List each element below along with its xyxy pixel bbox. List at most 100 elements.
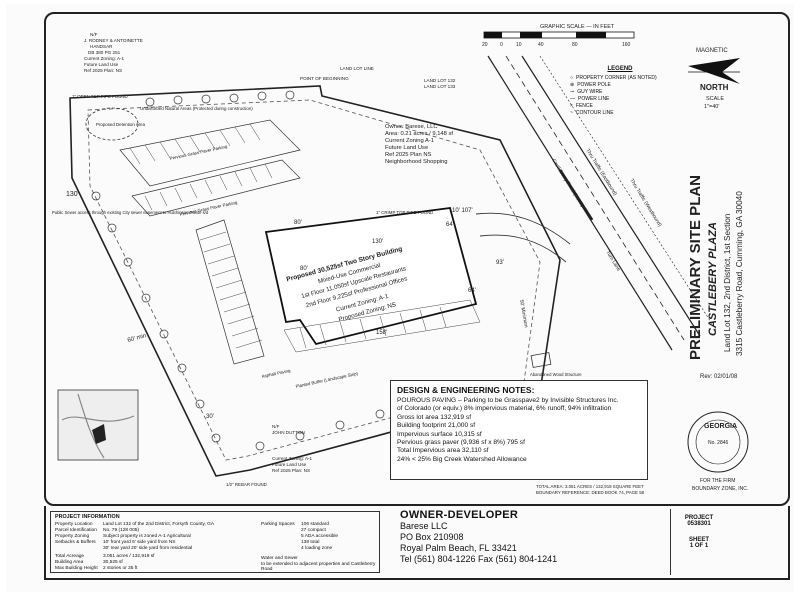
design-note-line: Impervious surface 10,315 sf [397,430,482,438]
project-info-value: 10' front yard 6' side yard from NS [103,540,176,545]
pin-open-label: 1" OPEN TOP PIPE FOUND [72,94,128,99]
project-info-value: to be extended to adjacent properties an… [261,562,376,572]
abandoned-label: Abandoned Wood Structure [530,372,582,377]
owner-line-1: Area: 0.21 acres / 9,148 sf [385,131,453,137]
scale-tick-5: 160 [622,42,631,48]
owner-line-2: Current Zoning A-1 [385,138,434,144]
project-number: 0538301 [687,521,711,527]
abandoned-structure [530,352,552,368]
engineer-seal [687,411,749,473]
grass1-label: Pervious Grass Paver Parking [169,144,228,161]
dim-30: 30' [206,414,214,420]
drawing-frame [44,12,790,506]
project-info-value: 5 ADA accessible [301,534,339,539]
project-info-value: 30' rear yard 20' side yard from residen… [103,546,193,551]
project-label: PROJECT [684,515,714,521]
sw-line-3: Future Land Use [272,462,307,467]
parking-stalls-west [199,231,263,349]
owner-line-4: Ref 2025 Plan NS [385,152,432,158]
project-information-box: PROJECT INFORMATION Property Location La… [50,511,380,573]
ll-133-label: LAND LOT 133 [424,84,456,89]
pob-label: POINT OF BEGINNING [300,76,349,81]
project-info-key: Property Zoning [55,534,90,539]
project-number-block: PROJECT 0538301 SHEET 1 OF 1 [670,509,727,575]
sw-line-0: N/F [272,424,280,429]
project-info-key: Total Acreage [55,554,85,559]
detention-label: Proposed Detention Area [96,122,146,127]
building-dim-3: 158' [376,330,387,336]
project-info-value: Subject property is zoned A-1 Agricultur… [103,534,191,539]
design-note-line: POUROUS PAVING – Parking to be Grasspave… [397,397,619,404]
nw-line-0: N/F [90,32,98,37]
nat-area-label: Undisturbed Natural Areas (Protected dur… [140,106,253,111]
sewer-label: Public Sewer access through existing Cit… [52,210,209,215]
legend-item: POWER POLE [577,81,611,88]
north-label-top: MAGNETIC [696,48,728,54]
title-block-bar [44,506,790,580]
seal-firm-2: BOUNDARY ZONE, INC. [692,486,748,492]
turn-label: Turn Lane [604,250,621,273]
ll-line-label: LAND LOT LINE [340,66,374,71]
dim-93: 93' [496,260,504,266]
tree-row-north [145,90,295,107]
north-label: NORTH [700,83,729,92]
property-corner-icon: ○ [570,74,574,81]
property-boundary [69,85,561,477]
building-dim-2: 80' [300,266,308,272]
access-drive-edge [479,234,567,263]
sheet-value: 1 OF 1 [689,543,709,549]
graphic-scale-bar [483,31,635,39]
contour-line-icon: ~ [570,109,573,116]
title-project: CASTLEBERY PLAZA [707,222,719,336]
legend-row: ⊕POWER POLE [570,81,670,88]
parking-stalls-north [129,123,273,211]
legend-row: ~CONTOUR LINE [570,109,670,116]
seal-firm-1: FOR THE FIRM [700,478,735,484]
north-arrow-icon [688,58,740,84]
project-info-value: 4 loading zone [301,546,333,551]
owner-developer-title: OWNER-DEVELOPER [400,509,519,521]
tree-row-west [91,191,221,443]
parking-west [195,219,265,365]
owner-developer-line: Barese LLC [400,521,448,531]
sheet-label: SHEET [688,537,709,543]
project-info-key: Parking Spaces [261,522,295,527]
seal-mid: No. 2846 [708,440,729,446]
dim-130: 130' [66,191,79,198]
design-note-line: 24% < 25% Big Creek Watershed Allowance [397,455,527,463]
asphalt-label: Asphalt Paving [261,368,291,379]
scale-tick-0: 20 [482,42,488,48]
owner-developer-line: Royal Palm Beach, FL 33421 [400,543,517,553]
sw-line-4: Ref 2025 Plan: NS [272,468,310,473]
tree-row-south [255,409,385,451]
ll-132-label: LAND LOT 132 [424,78,456,83]
guy-wire-icon: ⊸ [570,88,575,95]
project-info-value: 27 compact [301,528,326,533]
owner-developer-line: Tel (561) 804-1226 Fax (561) 804-1241 [400,554,558,564]
legend-title: LEGEND [607,66,633,72]
design-note-line: Gross lot area 132,919 sf [397,413,472,421]
scale-tick-3: 40 [538,42,544,48]
project-info-key: Building Area [55,560,84,565]
design-notes-box: DESIGN & ENGINEERING NOTES: POUROUS PAVI… [390,380,648,480]
project-info-value: Land Lot 132 of the 2nd District, Forsyt… [103,522,215,527]
vicinity-map [57,389,139,461]
owner-developer-line: PO Box 210908 [400,532,464,542]
road1-label: Castleberry Road (North) [550,158,585,209]
project-info-key: Water and Sewer [261,556,298,561]
dim-60: 60' min [127,333,147,344]
legend-row: —POWER LINE [570,95,670,102]
project-info-value: 3.051 acres / 132,919 sf [103,554,155,559]
legend-row: ⊸GUY WIRE [570,88,670,95]
legend-row: ○PROPERTY CORNER (AS NOTED) [570,74,670,81]
seal-top: GEORGIA [704,423,737,430]
project-info-value: 30,525 sf [103,560,123,565]
road2-label: Thru Traffic (Eastbound) [584,148,618,197]
north-scale-label: SCALE [706,96,724,102]
project-info-key: Max Building Height [55,566,98,571]
title-line1: Land Lot 132, 2nd District, 1st Section [723,213,732,352]
rebar-label: 1/2" REBAR FOUND [226,482,267,487]
building-dim-5: 64' [468,288,476,294]
parking-north [119,119,301,217]
